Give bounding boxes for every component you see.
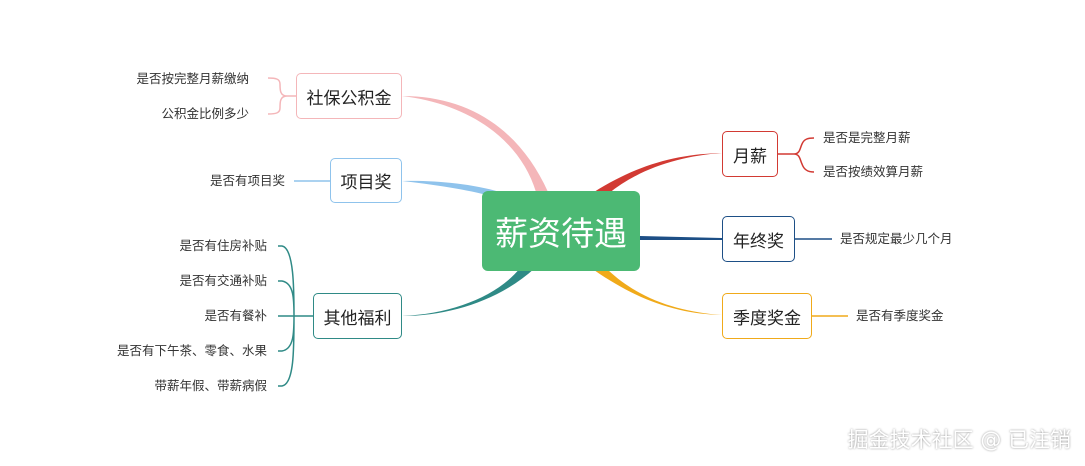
watermark: 掘金技术社区 @ 已注销: [847, 428, 1071, 452]
branch-node-xiangmu[interactable]: 项目奖: [330, 158, 402, 203]
connector-nianzhong: [640, 236, 722, 240]
leaf-qita-2: 是否有交通补贴: [179, 273, 267, 288]
leaf-connector-qita: [278, 245, 313, 387]
branch-node-shebao[interactable]: 社保公积金: [296, 73, 402, 119]
branch-node-qita[interactable]: 其他福利: [313, 293, 402, 339]
connector-shebao: [402, 96, 548, 192]
connector-jidu: [594, 270, 722, 315]
leaf-shebao-1: 是否按完整月薪缴纳: [136, 71, 249, 86]
branch-node-jidu[interactable]: 季度奖金: [722, 293, 812, 339]
leaf-qita-4: 是否有下午茶、零食、水果: [116, 343, 267, 358]
root-node[interactable]: 薪资待遇: [482, 191, 640, 271]
connector-qita: [402, 268, 535, 316]
leaf-qita-3: 是否有餐补: [204, 308, 267, 323]
connector-xiangmu: [402, 180, 500, 196]
leaf-yuexin-1: 是否是完整月薪: [823, 130, 911, 145]
leaf-connector-yuexin: [778, 137, 815, 173]
connector-yuexin: [594, 153, 722, 194]
leaf-nianzhong-1: 是否规定最少几个月: [840, 231, 953, 246]
leaf-shebao-2: 公积金比例多少: [161, 106, 249, 121]
branch-node-yuexin[interactable]: 月薪: [722, 131, 778, 177]
leaf-qita-5: 带薪年假、带薪病假: [154, 378, 267, 393]
leaf-qita-1: 是否有住房补贴: [179, 238, 267, 253]
leaf-xiangmu-1: 是否有项目奖: [209, 173, 285, 188]
leaf-connector-shebao: [267, 77, 296, 115]
leaf-jidu-1: 是否有季度奖金: [856, 308, 944, 323]
branch-node-nianzhong[interactable]: 年终奖: [722, 216, 795, 262]
leaf-yuexin-2: 是否按绩效算月薪: [823, 164, 924, 179]
